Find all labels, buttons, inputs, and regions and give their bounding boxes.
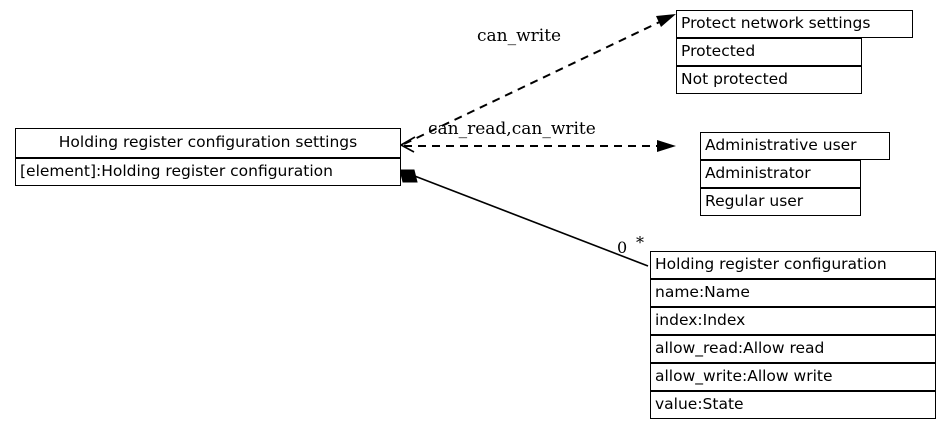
node-administrative-user-value-0: Administrator [700, 160, 861, 188]
edge-label-multiplicity-tail: * [636, 233, 644, 252]
node-administrative-user-title: Administrative user [700, 132, 890, 160]
node-holding-register-configuration-attribute-4: value:State [650, 391, 936, 419]
node-holding-register-configuration-title: Holding register configuration [650, 251, 936, 279]
node-holding-register-configuration-attribute-1: index:Index [650, 307, 936, 335]
edge-can-read-can-write [404, 140, 676, 152]
edge-label-can-write: can_write [477, 26, 562, 46]
edge-label-can-read-can-write: can_read,can_write [428, 119, 596, 139]
node-settings-title: Holding register configuration settings [15, 128, 401, 158]
node-protect-network-settings-value-1: Not protected [676, 66, 862, 94]
node-holding-register-configuration-attribute-3: allow_write:Allow write [650, 363, 936, 391]
node-protect-network-settings-title: Protect network settings [676, 10, 913, 38]
edge-composition [399, 169, 649, 267]
edge-label-multiplicity-head: 0 [617, 238, 628, 257]
edge-tail-arrowhead [399, 136, 416, 153]
node-administrative-user-value-1: Regular user [700, 188, 861, 216]
node-settings-attribute-0: [element]:Holding register configuration [15, 158, 401, 186]
node-holding-register-configuration-attribute-0: name:Name [650, 279, 936, 307]
node-protect-network-settings-value-0: Protected [676, 38, 862, 66]
node-holding-register-configuration-attribute-2: allow_read:Allow read [650, 335, 936, 363]
